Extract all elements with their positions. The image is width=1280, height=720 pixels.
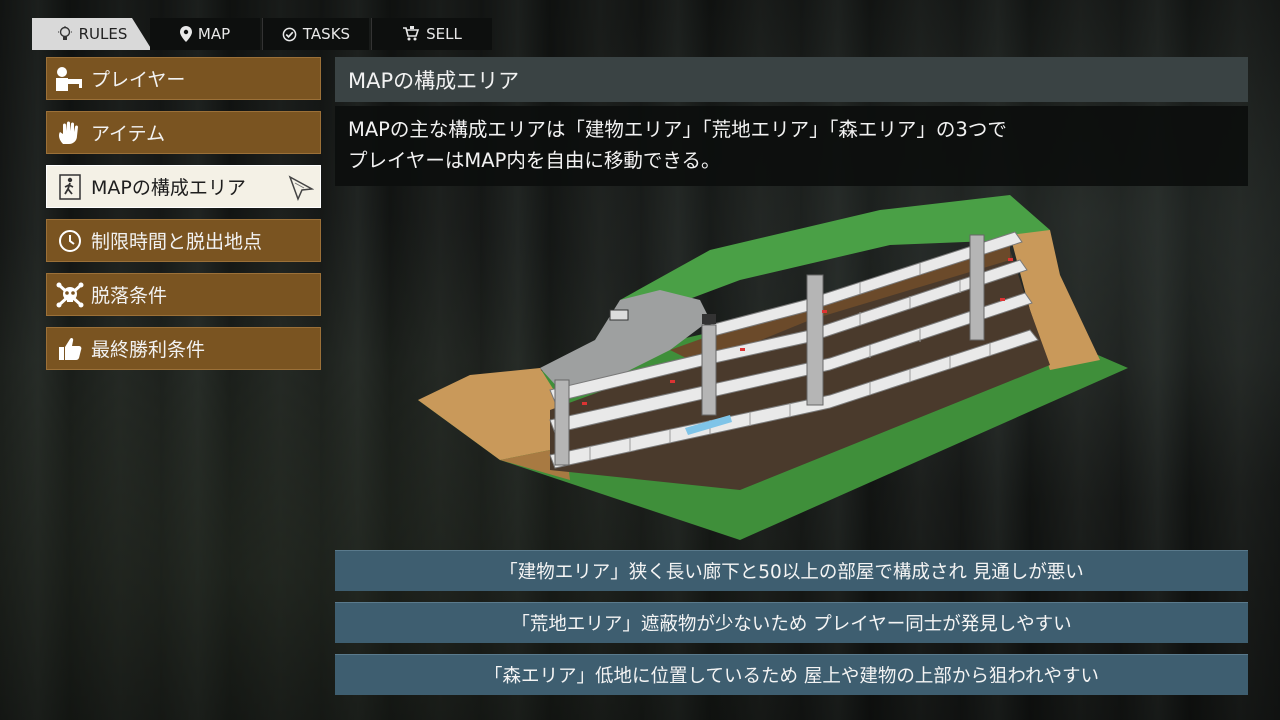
pool <box>685 415 732 435</box>
description-line-1: MAPの主な構成エリアは「建物エリア」「荒地エリア」「森エリア」の3つで <box>348 118 1007 141</box>
wasteland-hill-grass <box>620 195 1050 310</box>
sidebar-item-map-areas[interactable]: MAPの構成エリア <box>46 165 321 208</box>
skull-crossbones-icon <box>53 282 87 308</box>
gunman-icon <box>53 66 87 92</box>
tab-map[interactable]: MAP <box>150 18 260 50</box>
vehicle <box>609 309 629 321</box>
thumbs-up-icon <box>53 336 87 362</box>
area-notes: 「建物エリア」狭く長い廊下と50以上の部屋で構成され 見通しが悪い 「荒地エリア… <box>335 550 1248 706</box>
clock-icon <box>53 229 87 253</box>
rules-sidebar: プレイヤー アイテム MAPの構成エリア 制限時間と脱出地点 脱落条件 最終勝利… <box>46 57 321 381</box>
wasteland-area <box>540 290 710 390</box>
tab-tasks-label: TASKS <box>302 25 351 43</box>
sidebar-item-label: MAPの構成エリア <box>91 177 246 199</box>
sidebar-item-label: アイテム <box>91 123 166 145</box>
description-line-2: プレイヤーはMAP内を自由に移動できる。 <box>348 149 721 172</box>
sidebar-item-elimination[interactable]: 脱落条件 <box>46 273 321 316</box>
exit-door-icon <box>53 173 87 200</box>
sidebar-item-label: 脱落条件 <box>91 285 168 307</box>
vehicle <box>702 314 716 324</box>
description-box: MAPの主な構成エリアは「建物エリア」「荒地エリア」「森エリア」の3つで プレイ… <box>335 106 1248 186</box>
sidebar-item-player[interactable]: プレイヤー <box>46 57 321 100</box>
hand-icon <box>53 120 87 146</box>
lightbulb-icon <box>57 26 73 42</box>
tab-rules[interactable]: RULES <box>32 18 152 50</box>
top-tab-bar: RULES MAP TASKS SELL <box>32 18 492 50</box>
dirt-wall-right <box>1010 230 1100 370</box>
sidebar-item-victory[interactable]: 最終勝利条件 <box>46 327 321 370</box>
tab-tasks[interactable]: TASKS <box>262 18 369 50</box>
note-wasteland-area: 「荒地エリア」遮蔽物が少ないため プレイヤー同士が発見しやすい <box>335 602 1248 643</box>
sidebar-item-label: 制限時間と脱出地点 <box>91 231 263 253</box>
tab-sell-label: SELL <box>426 25 462 43</box>
dirt-wall-left <box>418 368 560 460</box>
sidebar-item-label: プレイヤー <box>91 69 186 91</box>
stair-towers <box>554 234 985 466</box>
page-title: MAPの構成エリア <box>348 68 520 93</box>
sidebar-item-items[interactable]: アイテム <box>46 111 321 154</box>
check-circle-icon <box>282 27 297 42</box>
map-pin-icon <box>179 26 192 42</box>
tab-rules-label: RULES <box>78 25 128 43</box>
pointer-cursor-icon <box>288 175 315 206</box>
note-forest-area: 「森エリア」低地に位置しているため 屋上や建物の上部から狙われやすい <box>335 654 1248 695</box>
shopping-cart-icon <box>402 26 420 42</box>
sidebar-item-time-limit[interactable]: 制限時間と脱出地点 <box>46 219 321 262</box>
tab-sell[interactable]: SELL <box>371 18 492 50</box>
section-title-bar: MAPの構成エリア <box>335 57 1248 102</box>
map-illustration <box>410 190 1140 540</box>
sidebar-item-label: 最終勝利条件 <box>91 339 206 361</box>
tab-map-label: MAP <box>197 25 231 43</box>
note-building-area: 「建物エリア」狭く長い廊下と50以上の部屋で構成され 見通しが悪い <box>335 550 1248 591</box>
